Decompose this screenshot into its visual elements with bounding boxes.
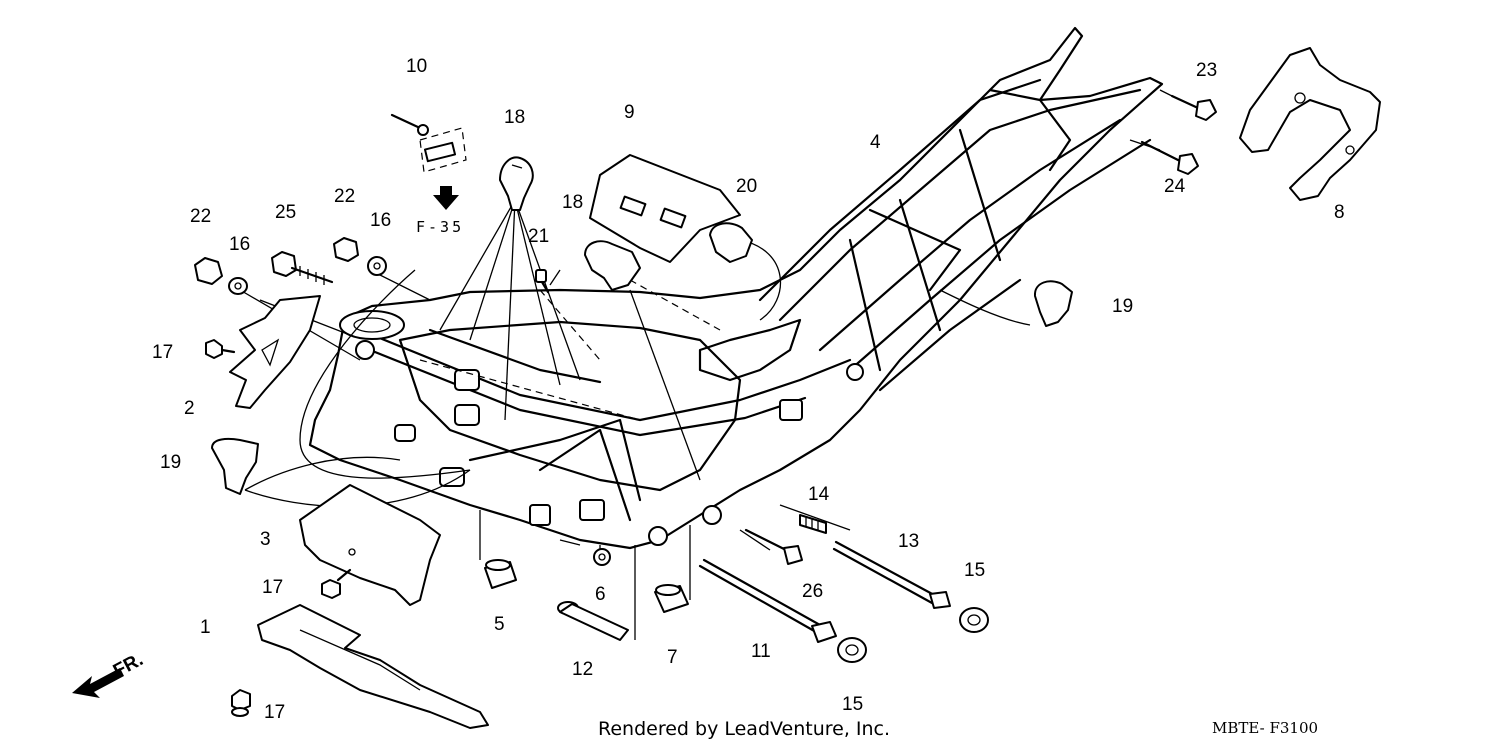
part-1-plate[interactable] — [257, 604, 489, 729]
callout-18: 18 — [562, 192, 583, 213]
callout-2: 2 — [184, 398, 195, 419]
part-13-bolt[interactable] — [832, 540, 951, 609]
part-17-bolt-middle[interactable] — [321, 568, 352, 599]
callout-17: 17 — [264, 702, 285, 723]
reference-label: F-35 — [416, 218, 464, 236]
callout-13: 13 — [898, 531, 919, 552]
leader-lines — [239, 89, 1181, 640]
part-15-nut-lower[interactable] — [837, 637, 867, 663]
part-19-clamp-left[interactable] — [211, 438, 259, 495]
part-17-bolt-lower[interactable] — [231, 689, 251, 717]
part-16-washer-right[interactable] — [367, 256, 387, 276]
callout-21: 21 — [528, 226, 549, 247]
credit-text: Rendered by LeadVenture, Inc. — [598, 718, 891, 740]
part-10-reflector[interactable] — [390, 113, 467, 173]
part-18-clip-lower[interactable] — [584, 240, 641, 291]
callout-labels: 10 18 9 18 20 4 23 8 24 22 16 25 22 16 2… — [110, 56, 1345, 723]
part-17-bolt-upper[interactable] — [205, 339, 236, 359]
callout-17: 17 — [262, 577, 283, 598]
callout-22: 22 — [334, 186, 355, 207]
part-9-plate[interactable] — [589, 154, 741, 263]
callout-23: 23 — [1196, 60, 1217, 81]
callout-9: 9 — [624, 102, 635, 123]
part-21-bolt[interactable] — [535, 269, 550, 294]
part-8-bracket[interactable] — [1239, 47, 1381, 201]
part-14-stud[interactable] — [799, 514, 827, 534]
callout-15: 15 — [842, 694, 863, 715]
part-15-nut-upper[interactable] — [959, 607, 989, 633]
callout-25: 25 — [275, 202, 296, 223]
part-2-bracket[interactable] — [229, 295, 321, 409]
callout-11: 11 — [751, 641, 771, 662]
callout-24: 24 — [1164, 176, 1186, 197]
callout-4: 4 — [870, 132, 881, 153]
part-20-clamp[interactable] — [709, 222, 753, 263]
callout-26: 26 — [802, 581, 823, 602]
callout-10: 10 — [406, 56, 427, 77]
callout-3: 3 — [260, 529, 271, 550]
callout-20: 20 — [736, 176, 757, 197]
callout-6: 6 — [595, 584, 606, 605]
callout-12: 12 — [572, 659, 593, 680]
callout-1: 1 — [200, 617, 211, 638]
part-22-nut-left[interactable] — [194, 257, 223, 285]
part-19-clamp-right[interactable] — [1033, 280, 1073, 327]
part-16-washer-left[interactable] — [228, 277, 248, 295]
part-26-bolt[interactable] — [744, 528, 803, 565]
callout-16: 16 — [370, 210, 391, 231]
callout-17: 17 — [152, 342, 173, 363]
callout-15: 15 — [964, 560, 985, 581]
callout-19: 19 — [1112, 296, 1133, 317]
part-23-bolt[interactable] — [1170, 94, 1217, 121]
part-18-clip-upper[interactable] — [499, 156, 534, 211]
callout-7: 7 — [667, 647, 678, 668]
callout-16: 16 — [229, 234, 250, 255]
part-11-bolt[interactable] — [698, 558, 837, 643]
part-12-pin[interactable] — [557, 601, 629, 641]
callout-5: 5 — [494, 614, 505, 635]
callout-18: 18 — [504, 107, 525, 128]
part-3-cover[interactable] — [299, 484, 441, 606]
reference-arrow — [433, 186, 459, 210]
callout-19: 19 — [160, 452, 181, 473]
part-24-bolt[interactable] — [1140, 140, 1199, 175]
part-25-bolt[interactable] — [271, 251, 334, 285]
part-7-collar[interactable] — [654, 584, 689, 613]
part-6-nut[interactable] — [593, 548, 611, 566]
callout-22: 22 — [190, 206, 211, 227]
diagram-code: MBTE- F3100 — [1212, 719, 1319, 737]
forward-arrow-icon — [72, 668, 124, 698]
part-22-nut-right[interactable] — [333, 237, 359, 262]
callout-8: 8 — [1334, 202, 1345, 223]
callout-14: 14 — [808, 484, 830, 505]
frame-body[interactable] — [308, 26, 1164, 550]
part-5-collar[interactable] — [484, 559, 517, 589]
